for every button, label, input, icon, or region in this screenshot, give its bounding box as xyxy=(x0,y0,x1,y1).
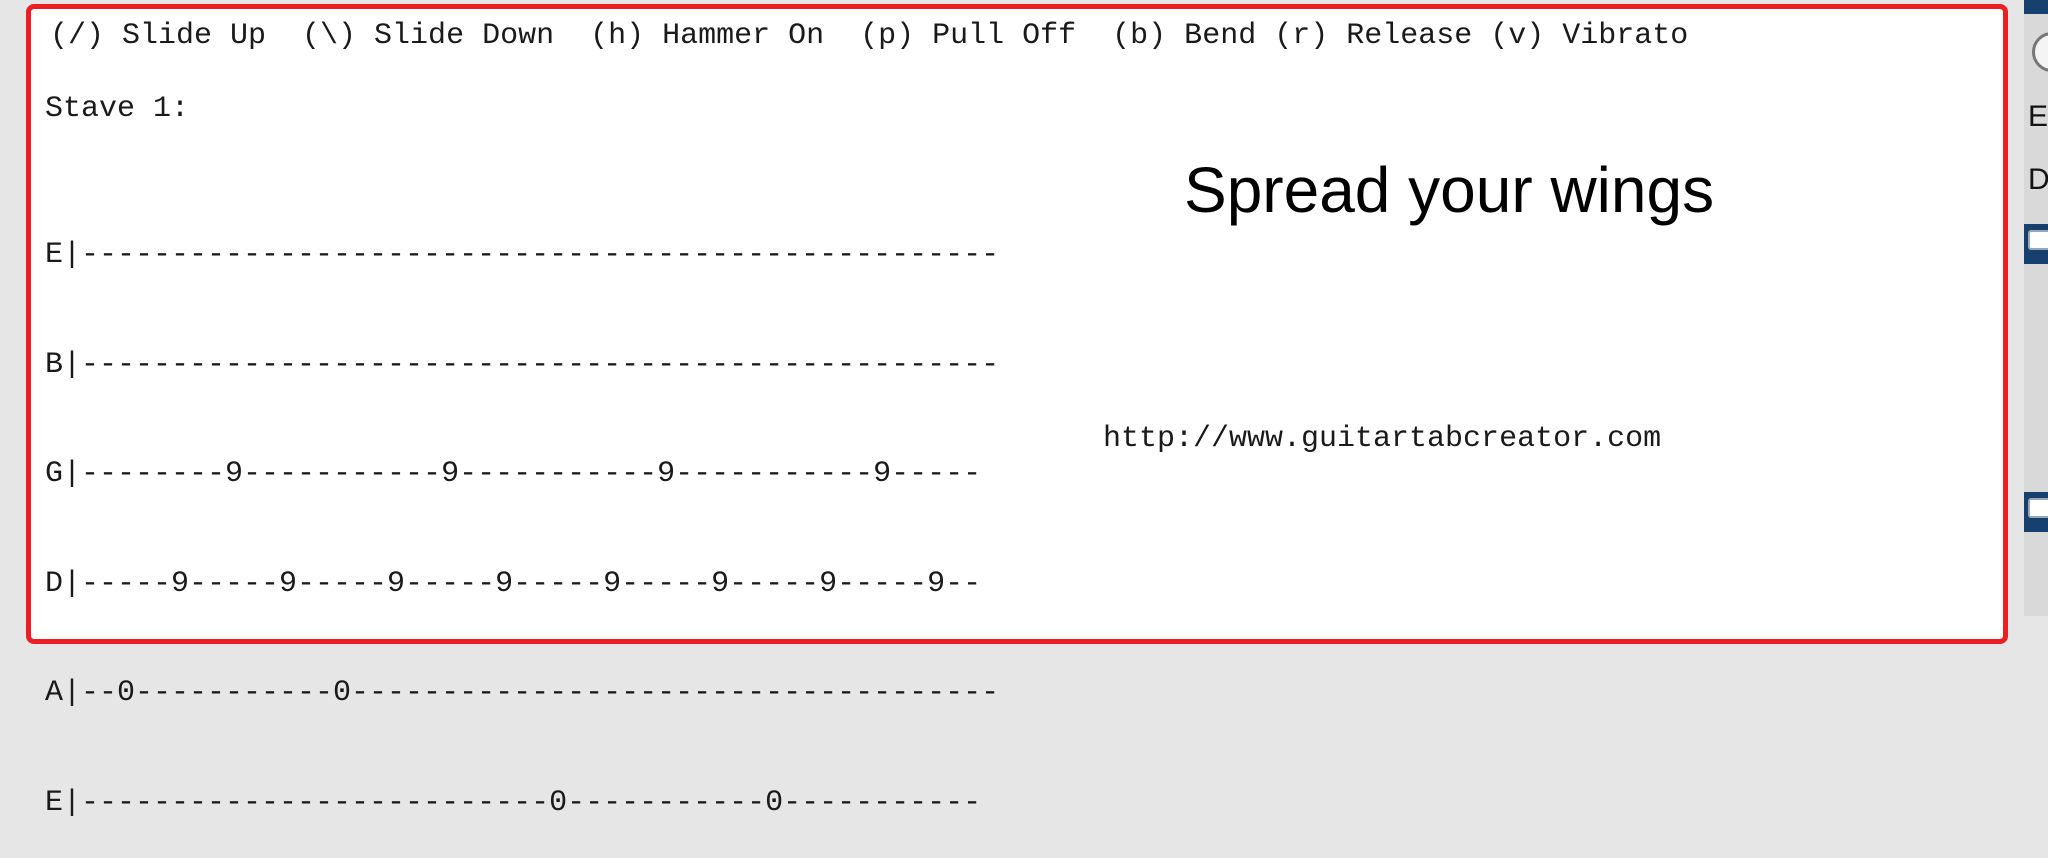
site-url: http://www.guitartabcreator.com xyxy=(1103,422,1662,456)
side-panel: E D xyxy=(2024,0,2048,616)
tab-string-a: A|--0-----------0-----------------------… xyxy=(45,676,1000,710)
tab-string-low-e: E|--------------------------0-----------… xyxy=(45,785,982,820)
stave-label: Stave 1: xyxy=(45,92,190,126)
checkbox[interactable] xyxy=(2028,230,2048,250)
tab-panel xyxy=(26,4,2008,644)
side-label-d: D xyxy=(2028,163,2048,196)
tab-string-b: B|--------------------------------------… xyxy=(45,347,1000,382)
side-label-e: E xyxy=(2028,100,2048,133)
song-title: Spread your wings xyxy=(1184,154,1715,226)
side-option-bar[interactable] xyxy=(2024,224,2048,264)
tab-string-g: G|--------9-----------9-----------9-----… xyxy=(45,457,982,491)
checkbox[interactable] xyxy=(2028,498,2048,518)
tab-string-high-e: E|--------------------------------------… xyxy=(45,238,1000,272)
radio-button[interactable] xyxy=(2032,32,2048,72)
side-panel-header xyxy=(2024,0,2048,14)
notation-legend: (/) Slide Up (\) Slide Down (h) Hammer O… xyxy=(50,19,1689,53)
side-option-bar[interactable] xyxy=(2024,492,2048,532)
tab-string-d: D|-----9-----9-----9-----9-----9-----9--… xyxy=(45,566,982,601)
guitar-tab-stave: E|--------------------------------------… xyxy=(45,164,999,858)
